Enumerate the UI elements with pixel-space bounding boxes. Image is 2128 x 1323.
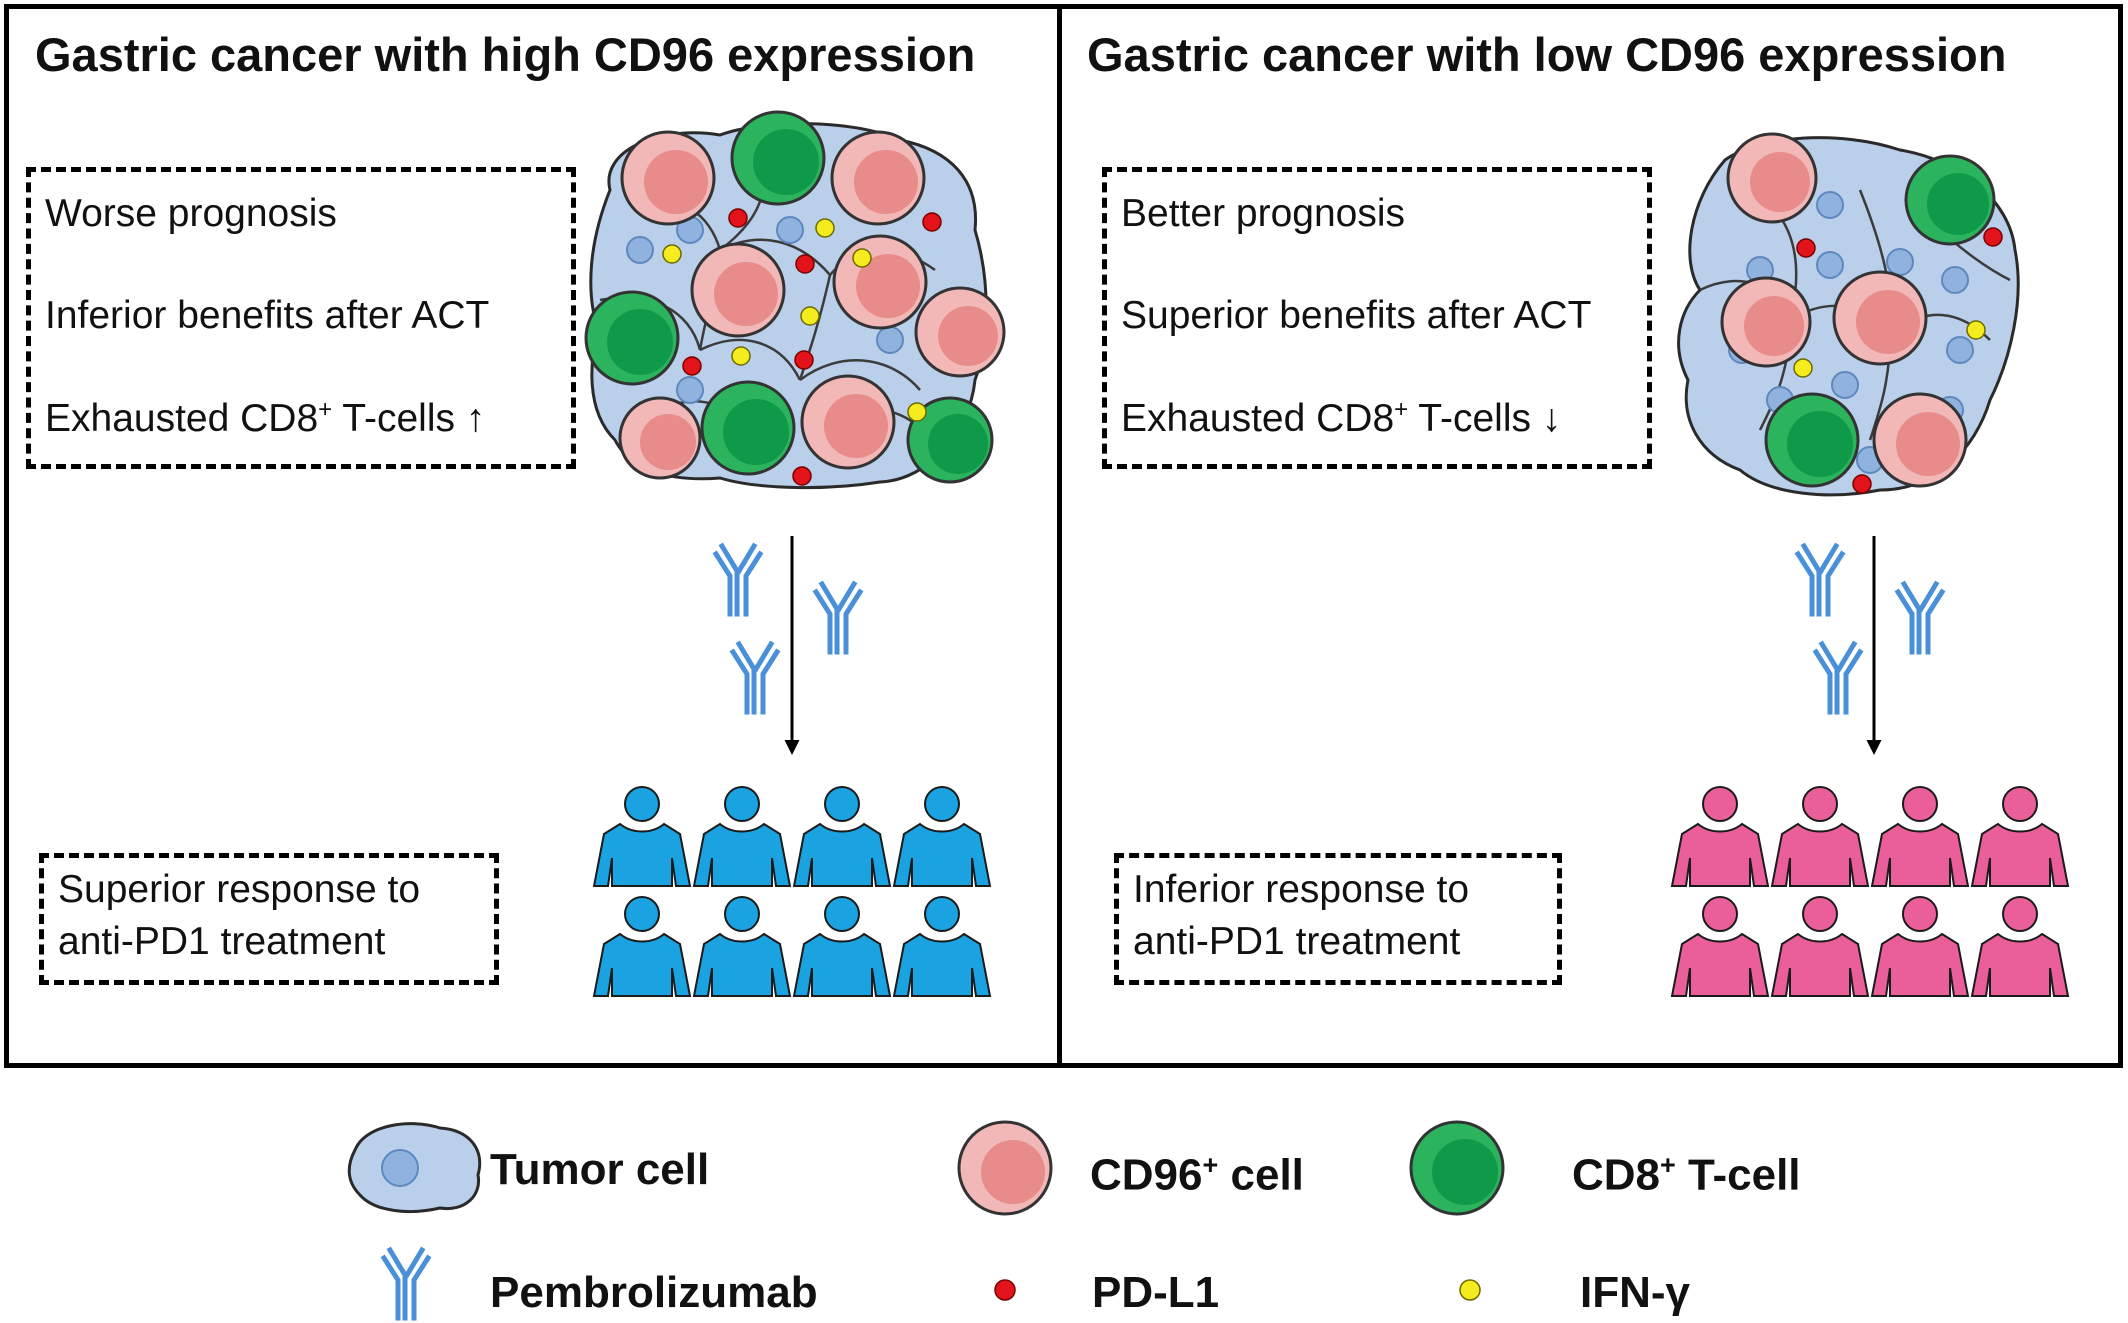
- antibody-icon: [1812, 640, 1864, 715]
- cd96-cell: [1720, 276, 1812, 368]
- antibody-icon: [729, 640, 781, 715]
- patient-icon: [792, 896, 892, 997]
- pdl1-dots: [682, 208, 942, 486]
- exhausted-text: Exhausted CD8+ T-cells ↓: [1121, 396, 1562, 440]
- tumor-cluster-high: [584, 110, 1006, 490]
- cd96-cell: [914, 286, 1006, 378]
- patient-icon: [1770, 896, 1870, 997]
- cd96-cell: [618, 396, 702, 480]
- cd96-cell: [1872, 392, 1968, 488]
- nucleus: [1831, 371, 1859, 399]
- pdl1-dot: [994, 1279, 1016, 1301]
- cd8-cells: [1764, 154, 1996, 488]
- response-line1: Inferior response to: [1133, 868, 1470, 911]
- antibodies: [712, 542, 1946, 715]
- nucleus: [1886, 248, 1914, 276]
- cd96-cell: [800, 374, 896, 470]
- tumor-cell-icon: [347, 1122, 482, 1213]
- patient-icon: [692, 786, 792, 887]
- patient-icon: [1670, 896, 1770, 997]
- cd96-cell: [620, 130, 716, 226]
- cd8-cell: [730, 110, 826, 206]
- cd96-cell: [832, 234, 928, 330]
- act-text: Inferior benefits after ACT: [45, 294, 490, 337]
- cd96-cells: [618, 130, 1006, 480]
- cd8-cells: [584, 110, 994, 484]
- cd96-cell: [830, 130, 926, 226]
- legend-ifn-label: IFN-γ: [1580, 1268, 1690, 1317]
- response-line2: anti-PD1 treatment: [58, 920, 386, 963]
- cd96-cell: [690, 242, 786, 338]
- nucleus: [1816, 191, 1844, 219]
- patient-icon: [1970, 786, 2070, 887]
- pembrolizumab-icon: [380, 1246, 432, 1321]
- antibody-icon: [712, 542, 764, 617]
- exhausted-text: Exhausted CD8+ T-cells ↑: [45, 396, 486, 440]
- response-line2: anti-PD1 treatment: [1133, 920, 1461, 963]
- panel-title-low: Gastric cancer with low CD96 expression: [1087, 28, 2007, 81]
- cd8-cell: [1764, 392, 1860, 488]
- antibody-icon: [1894, 580, 1946, 655]
- cd96-cell: [1832, 270, 1928, 366]
- response-box-high: Superior response to anti-PD1 treatment: [39, 853, 499, 985]
- patient-icon: [592, 896, 692, 997]
- patient-icon: [792, 786, 892, 887]
- nucleus: [1941, 266, 1969, 294]
- features-box-high: Worse prognosis Inferior benefits after …: [26, 167, 576, 469]
- nucleus: [1946, 336, 1974, 364]
- panel-low-cd96: Gastric cancer with low CD96 expression …: [1057, 4, 2123, 1068]
- cd96-cells: [1720, 132, 1968, 488]
- patient-icon: [1870, 786, 1970, 887]
- pdl1-dots: [1796, 227, 2003, 494]
- patient-icon: [692, 896, 792, 997]
- legend-cd96-label: CD96+ cell: [1090, 1150, 1304, 1200]
- ifn-dots: [662, 218, 927, 422]
- cd8-cell: [1904, 154, 1996, 246]
- antibody-icon: [812, 580, 864, 655]
- cd8-cell: [906, 396, 994, 484]
- legend-pdl1-label: PD-L1: [1092, 1268, 1220, 1317]
- prognosis-text: Better prognosis: [1121, 192, 1405, 235]
- response-box-low: Inferior response to anti-PD1 treatment: [1114, 853, 1562, 985]
- patient-icon: [1970, 896, 2070, 997]
- cd96-cell: [1726, 132, 1818, 224]
- patient-icon: [592, 786, 692, 887]
- legend-pembrolizumab-label: Pembrolizumab: [490, 1268, 818, 1317]
- features-box-low: Better prognosis Superior benefits after…: [1102, 167, 1652, 469]
- antibody-icon: [1794, 542, 1846, 617]
- panel-title-high: Gastric cancer with high CD96 expression: [35, 28, 976, 81]
- nucleus: [876, 326, 904, 354]
- ifn-dot: [1459, 1279, 1481, 1301]
- cd8-cell-icon: [1409, 1120, 1505, 1216]
- patient-icon: [892, 786, 992, 887]
- nucleus: [776, 216, 804, 244]
- legend-tumor-label: Tumor cell: [490, 1145, 710, 1194]
- act-text: Superior benefits after ACT: [1121, 294, 1592, 337]
- ifn-dots: [1793, 320, 1986, 378]
- patient-icon: [1770, 786, 1870, 887]
- cd8-cell: [700, 380, 796, 476]
- nucleus: [676, 376, 704, 404]
- cd8-cell: [584, 290, 680, 386]
- cd96-cell-icon: [957, 1120, 1053, 1216]
- response-line1: Superior response to: [58, 868, 421, 911]
- patient-icon: [1870, 896, 1970, 997]
- patient-icon: [1670, 786, 1770, 887]
- legend-cd8-label: CD8+ T-cell: [1572, 1150, 1801, 1200]
- patient-group-low: [1670, 786, 2070, 997]
- legend-graphics: [347, 1120, 1505, 1321]
- panel-high-cd96: Gastric cancer with high CD96 expression…: [4, 4, 1062, 1068]
- nucleus: [1816, 251, 1844, 279]
- patient-icon: [892, 896, 992, 997]
- nucleus: [626, 236, 654, 264]
- prognosis-text: Worse prognosis: [45, 192, 337, 235]
- patient-group-high: [592, 786, 992, 997]
- tumor-cluster-low: [1677, 132, 2020, 497]
